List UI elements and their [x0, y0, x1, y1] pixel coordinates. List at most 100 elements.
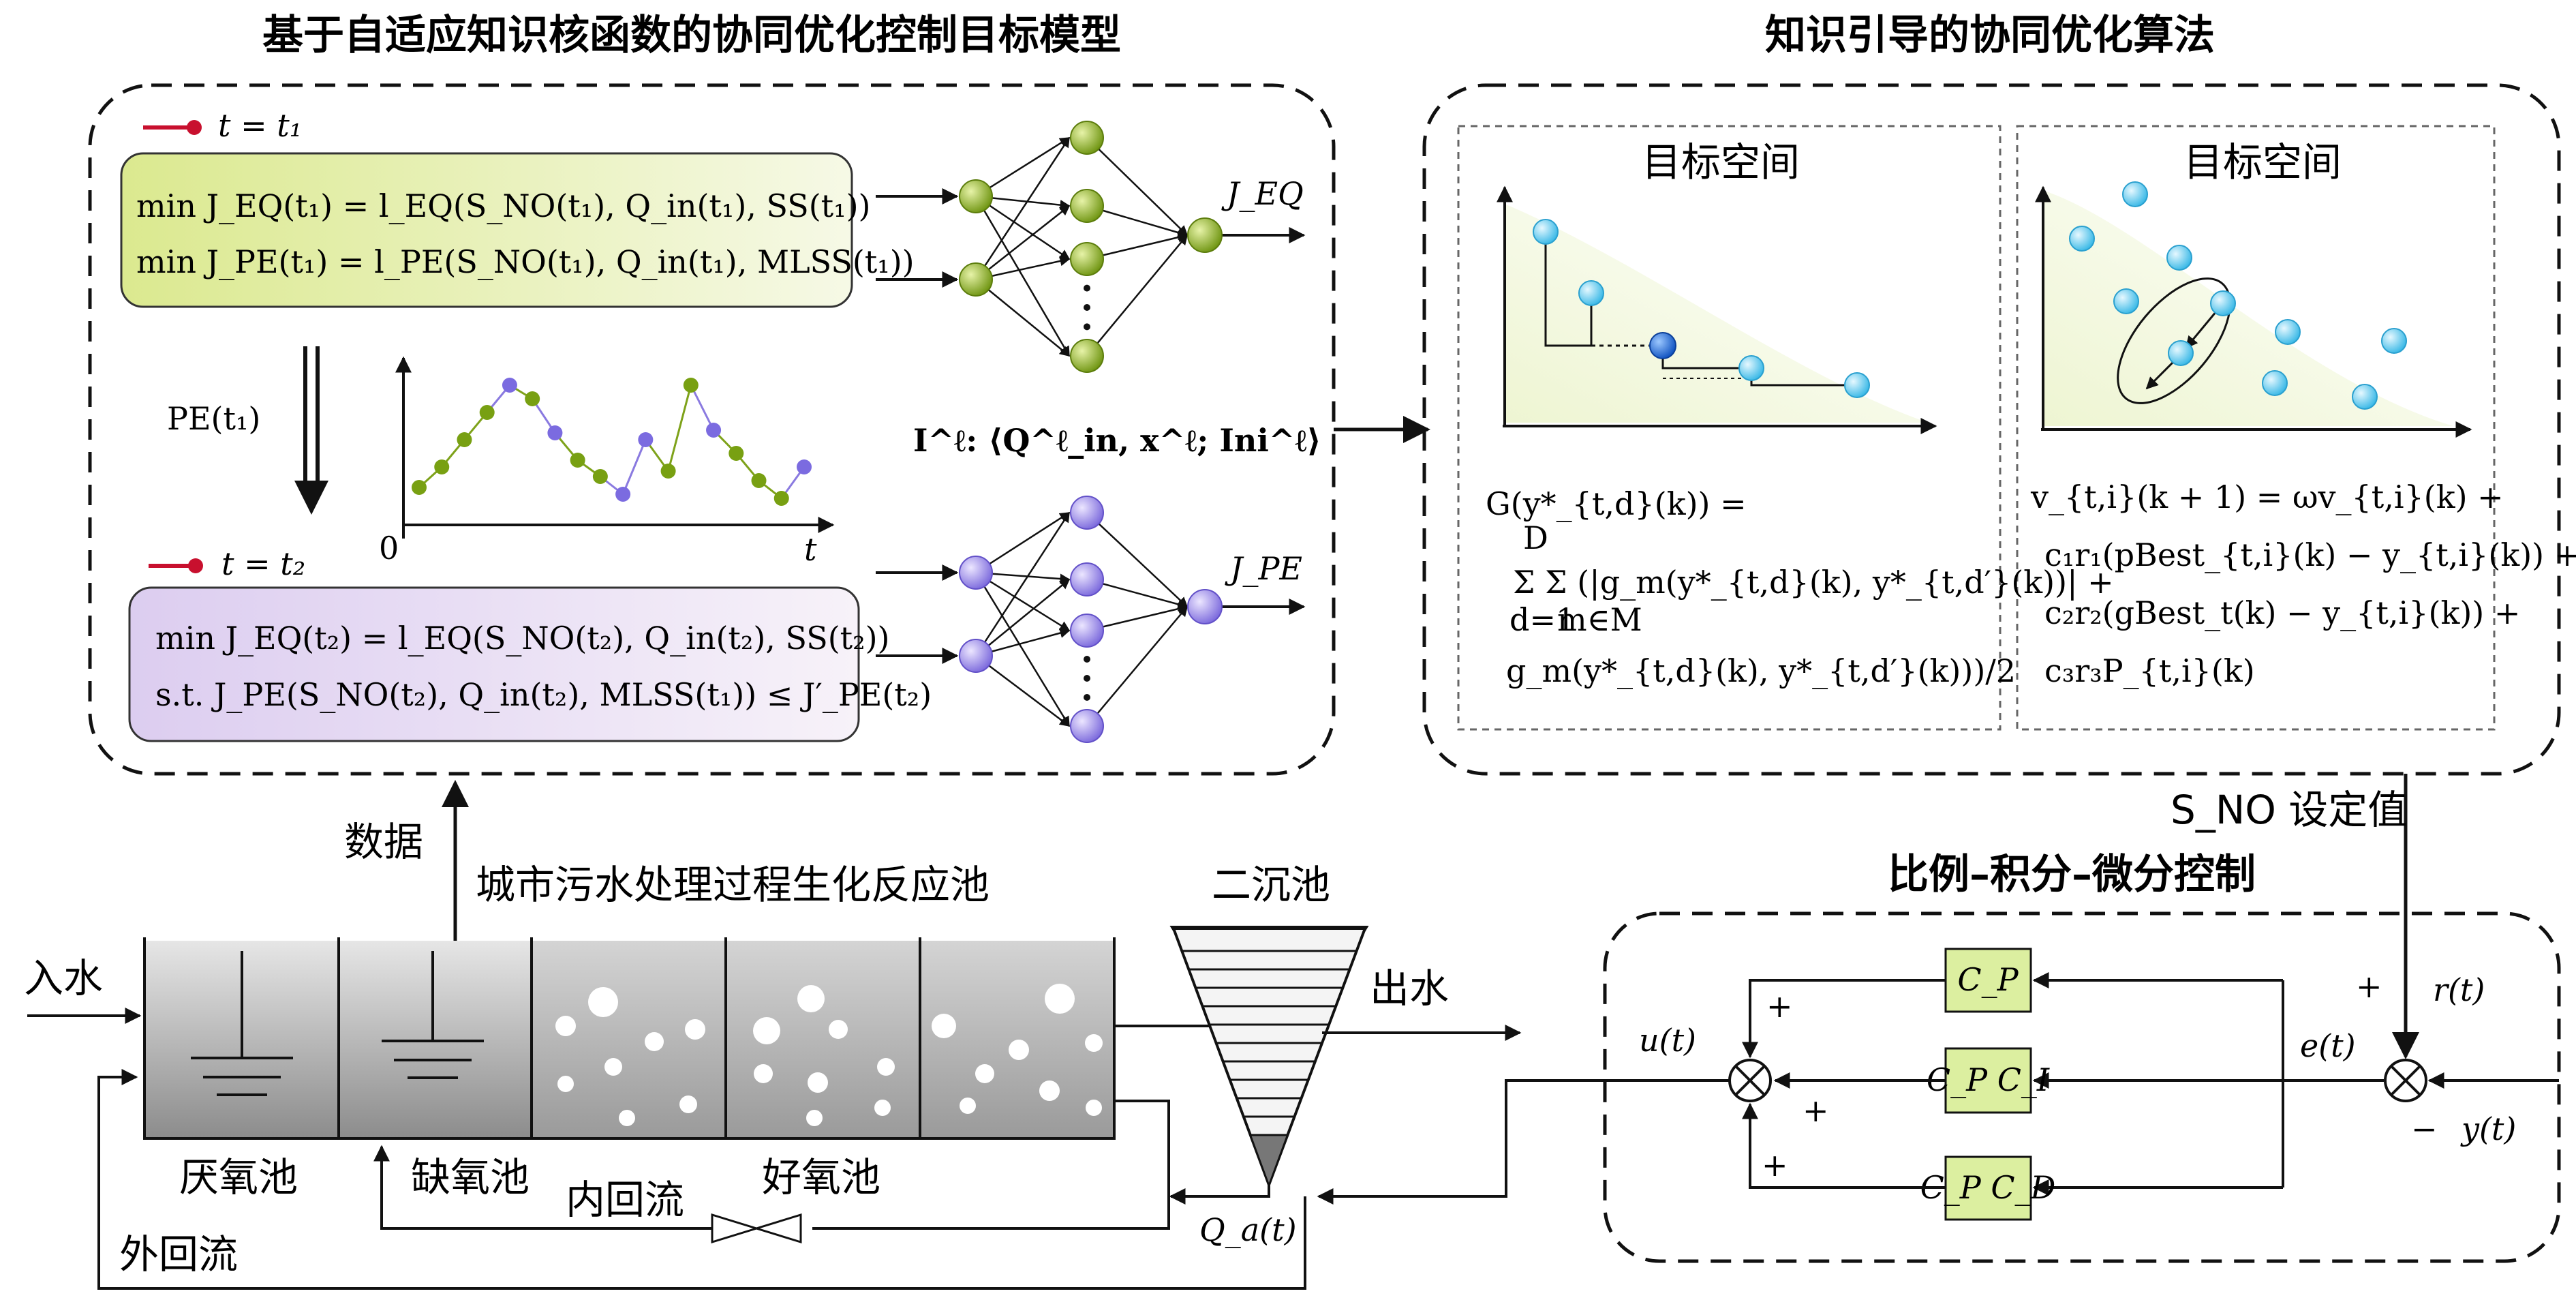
nn-hidden-node	[1070, 496, 1104, 530]
p-plus: +	[1766, 988, 1793, 1025]
d-plus: +	[1762, 1147, 1788, 1183]
qa-label: Q_a(t)	[1199, 1211, 1297, 1248]
algorithm-left-subpanel	[1457, 125, 2002, 731]
e-label: e(t)	[2300, 1027, 2356, 1064]
external-return-label: 外回流	[119, 1231, 238, 1278]
internal-return-line	[812, 1100, 1170, 1230]
neural-network-pe	[876, 496, 1306, 743]
particle	[2069, 226, 2095, 252]
particle	[2122, 181, 2148, 207]
anoxic-label: 缺氧池	[411, 1154, 530, 1200]
nn-input-node	[959, 179, 993, 213]
chart-point	[547, 425, 563, 440]
t2-marker	[149, 558, 203, 573]
particle	[2352, 384, 2378, 410]
t1-marker	[143, 120, 202, 135]
anaerobic-label: 厌氧池	[179, 1154, 298, 1200]
pareto-point	[1533, 219, 1559, 245]
chart-point	[525, 391, 540, 406]
internal-return-valve	[711, 1213, 802, 1244]
eq2-line2: s.t. J_PE(S_NO(t₂), Q_in(t₂), MLSS(t₁)) …	[155, 676, 932, 713]
eq1-line2: min J_PE(t₁) = l_PE(S_NO(t₁), Q_in(t₁), …	[136, 243, 915, 280]
g-formula-line1: G(y*_{t,d}(k)) =	[1486, 485, 1747, 522]
settler-label: 二沉池	[1212, 862, 1330, 908]
objective-space-left-label: 目标空间	[1642, 139, 1800, 185]
t1-label: t = t₁	[218, 107, 302, 144]
particle	[2262, 370, 2288, 396]
anoxic-mixer	[382, 951, 484, 1079]
data-label: 数据	[344, 819, 423, 865]
chart-point	[797, 459, 812, 474]
control-output-arrow	[1317, 1079, 1729, 1205]
particle	[2166, 245, 2192, 271]
pid-panel	[1603, 911, 2561, 1263]
internal-return-arrow	[373, 1145, 712, 1230]
nn-output-node	[1187, 589, 1223, 624]
inflow-label: 入水	[24, 955, 103, 1001]
pe-label: PE(t₁)	[167, 400, 260, 437]
algorithm-panel	[1422, 83, 2561, 776]
pid-title: 比例–积分–微分控制	[1888, 851, 2256, 898]
t2-label: t = t₂	[221, 545, 305, 582]
particle	[2381, 328, 2407, 354]
chart-point	[683, 378, 699, 393]
chart-point	[615, 487, 631, 502]
pareto-point	[1844, 372, 1870, 398]
r-label: r(t)	[2433, 971, 2485, 1008]
chart-series-segment	[667, 384, 692, 472]
pareto-point	[1738, 355, 1764, 381]
algorithm-title: 知识引导的协同优化算法	[1765, 12, 2215, 59]
pareto-point	[1578, 280, 1604, 306]
nn1-output-label: J_EQ	[1221, 175, 1304, 212]
internal-return-label: 内回流	[566, 1177, 684, 1223]
particle	[2168, 340, 2194, 366]
settler-return-arrow	[1169, 1185, 1270, 1205]
objective-space-right-plot	[2035, 181, 2472, 438]
nn-input-node	[959, 556, 993, 590]
chart-point	[729, 446, 744, 461]
chart-point	[457, 432, 472, 447]
g-sum-top: D	[1523, 519, 1548, 556]
eq1-line1: min J_EQ(t₁) = l_EQ(S_NO(t₁), Q_in(t₁), …	[136, 187, 871, 224]
chart-point	[479, 405, 495, 420]
chart-point	[434, 459, 450, 474]
algorithm-right-subpanel	[2016, 125, 2496, 731]
chart-point	[502, 378, 517, 393]
error-summing-junction	[2384, 1059, 2427, 1102]
neural-network-eq	[876, 121, 1306, 373]
control-summing-junction	[1728, 1059, 1772, 1102]
i-plus: +	[1803, 1092, 1829, 1129]
cpci-label: C_P C_I	[1927, 1061, 2050, 1098]
outflow-label: 出水	[1370, 965, 1449, 1012]
chart-point	[706, 423, 722, 438]
v-formula-line3: c₂r₂(gBest_t(k) − y_{t,i}(k)) +	[2044, 594, 2520, 631]
nn-hidden-node	[1070, 562, 1104, 596]
proportional-block	[1944, 948, 2032, 1013]
nn-input-node	[959, 639, 993, 673]
secondary-settler	[1169, 926, 1369, 1189]
chart-point	[660, 464, 676, 479]
setpoint-plus: +	[2356, 968, 2382, 1005]
selected-point	[1649, 332, 1676, 359]
cp-label: C_P	[1957, 961, 2019, 998]
nn2-output-label: J_PE	[1225, 550, 1302, 587]
nn-hidden-node	[1070, 121, 1104, 155]
aeration-bubbles	[555, 984, 1103, 1126]
pe-chart	[395, 356, 835, 539]
objective-space-left-plot	[1497, 185, 1937, 434]
setpoint-label: S_NO 设定值	[2171, 787, 2407, 833]
integral-block	[1944, 1047, 2032, 1114]
u-label: u(t)	[1639, 1022, 1696, 1059]
external-return-arrow	[97, 1069, 1306, 1290]
y-label: y(t)	[2460, 1110, 2516, 1147]
v-formula-line2: c₁r₁(pBest_{t,i}(k) − y_{t,i}(k)) +	[2044, 536, 2576, 573]
v-formula-line4: c₃r₃P_{t,i}(k)	[2044, 652, 2255, 689]
reactor-label: 城市污水处理过程生化反应池	[476, 862, 990, 908]
objective-space-right-label: 目标空间	[2183, 139, 2342, 185]
chart-point	[773, 491, 789, 506]
g-sum-bottom-d: d=1	[1509, 601, 1576, 638]
nn-hidden-node	[1070, 339, 1104, 373]
anaerobic-mixer	[191, 951, 293, 1096]
chart-point	[592, 469, 608, 484]
model-panel	[88, 83, 1336, 776]
